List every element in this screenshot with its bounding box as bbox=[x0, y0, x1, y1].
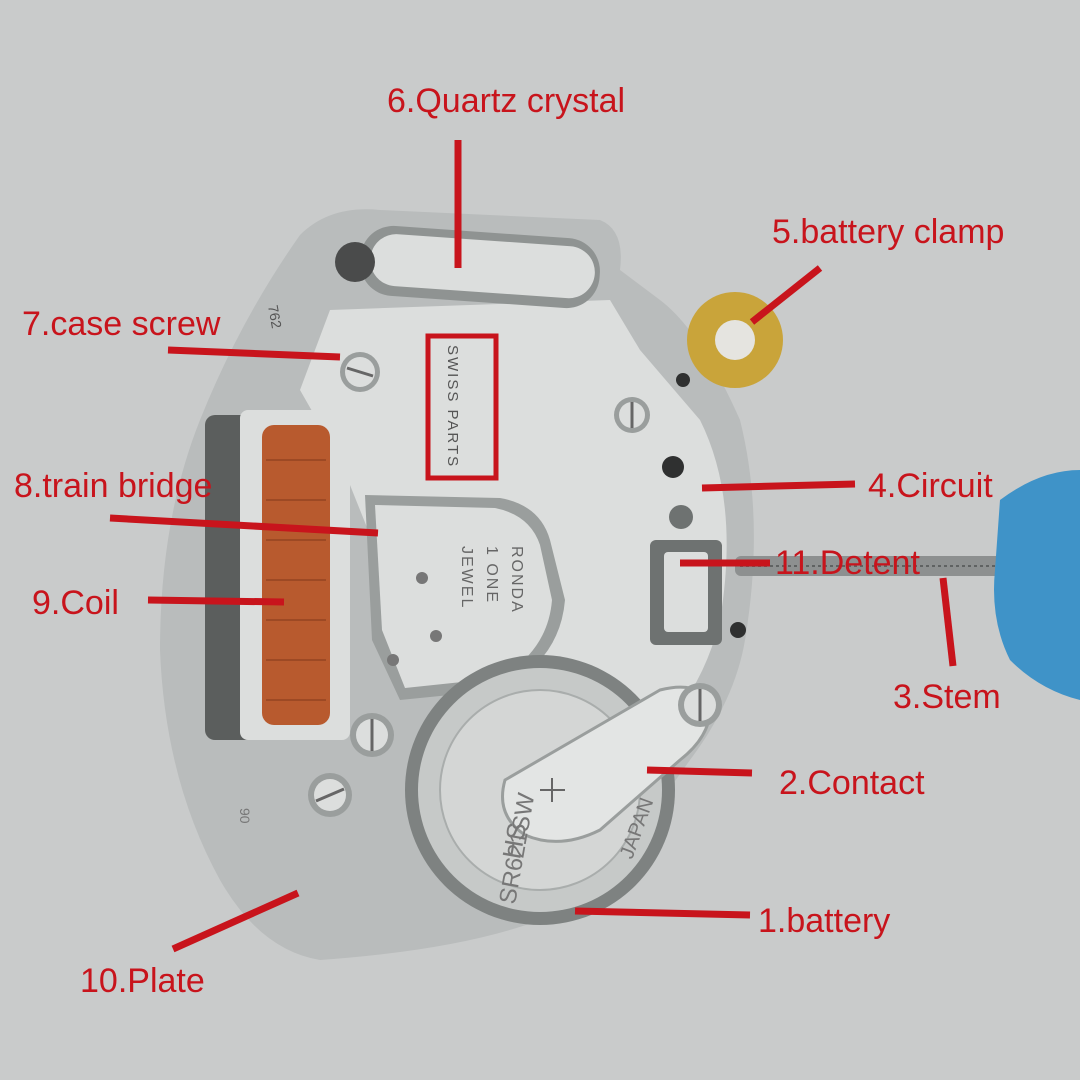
engraving-battery-brand: HS bbox=[496, 820, 532, 861]
circuit-hole bbox=[662, 456, 684, 478]
callout-line-battery-clamp bbox=[749, 265, 823, 325]
callout-line-circuit bbox=[701, 480, 856, 492]
plate-screw bbox=[308, 773, 352, 817]
callout-line-coil bbox=[147, 596, 285, 606]
train-bridge bbox=[365, 495, 565, 700]
label-battery-clamp: 5.battery clamp bbox=[772, 213, 1005, 251]
plate-hole bbox=[676, 373, 690, 387]
callout-lines bbox=[109, 140, 957, 953]
case-screw bbox=[340, 352, 380, 392]
circuit-screw bbox=[614, 397, 650, 433]
label-plate: 10.Plate bbox=[80, 962, 205, 1000]
quartz-crystal bbox=[335, 225, 600, 309]
label-case-screw: 7.case screw bbox=[22, 305, 221, 343]
swiss-parts-box bbox=[425, 333, 499, 481]
callout-line-plate bbox=[171, 889, 300, 953]
label-circuit: 4.Circuit bbox=[868, 467, 993, 505]
stem-cap bbox=[994, 470, 1080, 700]
label-quartz-crystal: 6.Quartz crystal bbox=[387, 82, 626, 120]
engraving-ronda-2: 1 ONE bbox=[483, 546, 500, 604]
engraving-ronda: RONDA 1 ONE JEWEL bbox=[458, 546, 525, 614]
label-stem: 3.Stem bbox=[893, 678, 1001, 716]
plate-hole-2 bbox=[730, 622, 746, 638]
lower-screw bbox=[350, 713, 394, 757]
engraving-ronda-3: JEWEL bbox=[458, 546, 475, 609]
callout-line-battery bbox=[574, 907, 751, 919]
contact-screw bbox=[678, 683, 722, 727]
label-battery: 1.battery bbox=[758, 902, 891, 940]
callout-line-stem bbox=[939, 577, 957, 667]
callout-line-train-bridge bbox=[109, 514, 379, 537]
detent bbox=[650, 540, 722, 645]
label-train-bridge: 8.train bridge bbox=[14, 467, 213, 505]
callout-line-case-screw bbox=[167, 346, 341, 361]
engraving-swiss-parts: SWISS PARTS bbox=[444, 345, 461, 468]
engraving-side-mark: 762 bbox=[265, 304, 285, 330]
label-contact: 2.Contact bbox=[779, 764, 925, 802]
label-detent: 11.Detent bbox=[775, 544, 920, 582]
stem bbox=[735, 556, 1045, 576]
callout-line-contact bbox=[646, 766, 753, 777]
engraving-plate-mark: 90 bbox=[237, 808, 253, 824]
coil-assembly bbox=[205, 410, 350, 740]
engraving-ronda-1: RONDA bbox=[508, 546, 525, 614]
label-coil: 9.Coil bbox=[32, 584, 119, 622]
circuit-contact bbox=[669, 505, 693, 529]
